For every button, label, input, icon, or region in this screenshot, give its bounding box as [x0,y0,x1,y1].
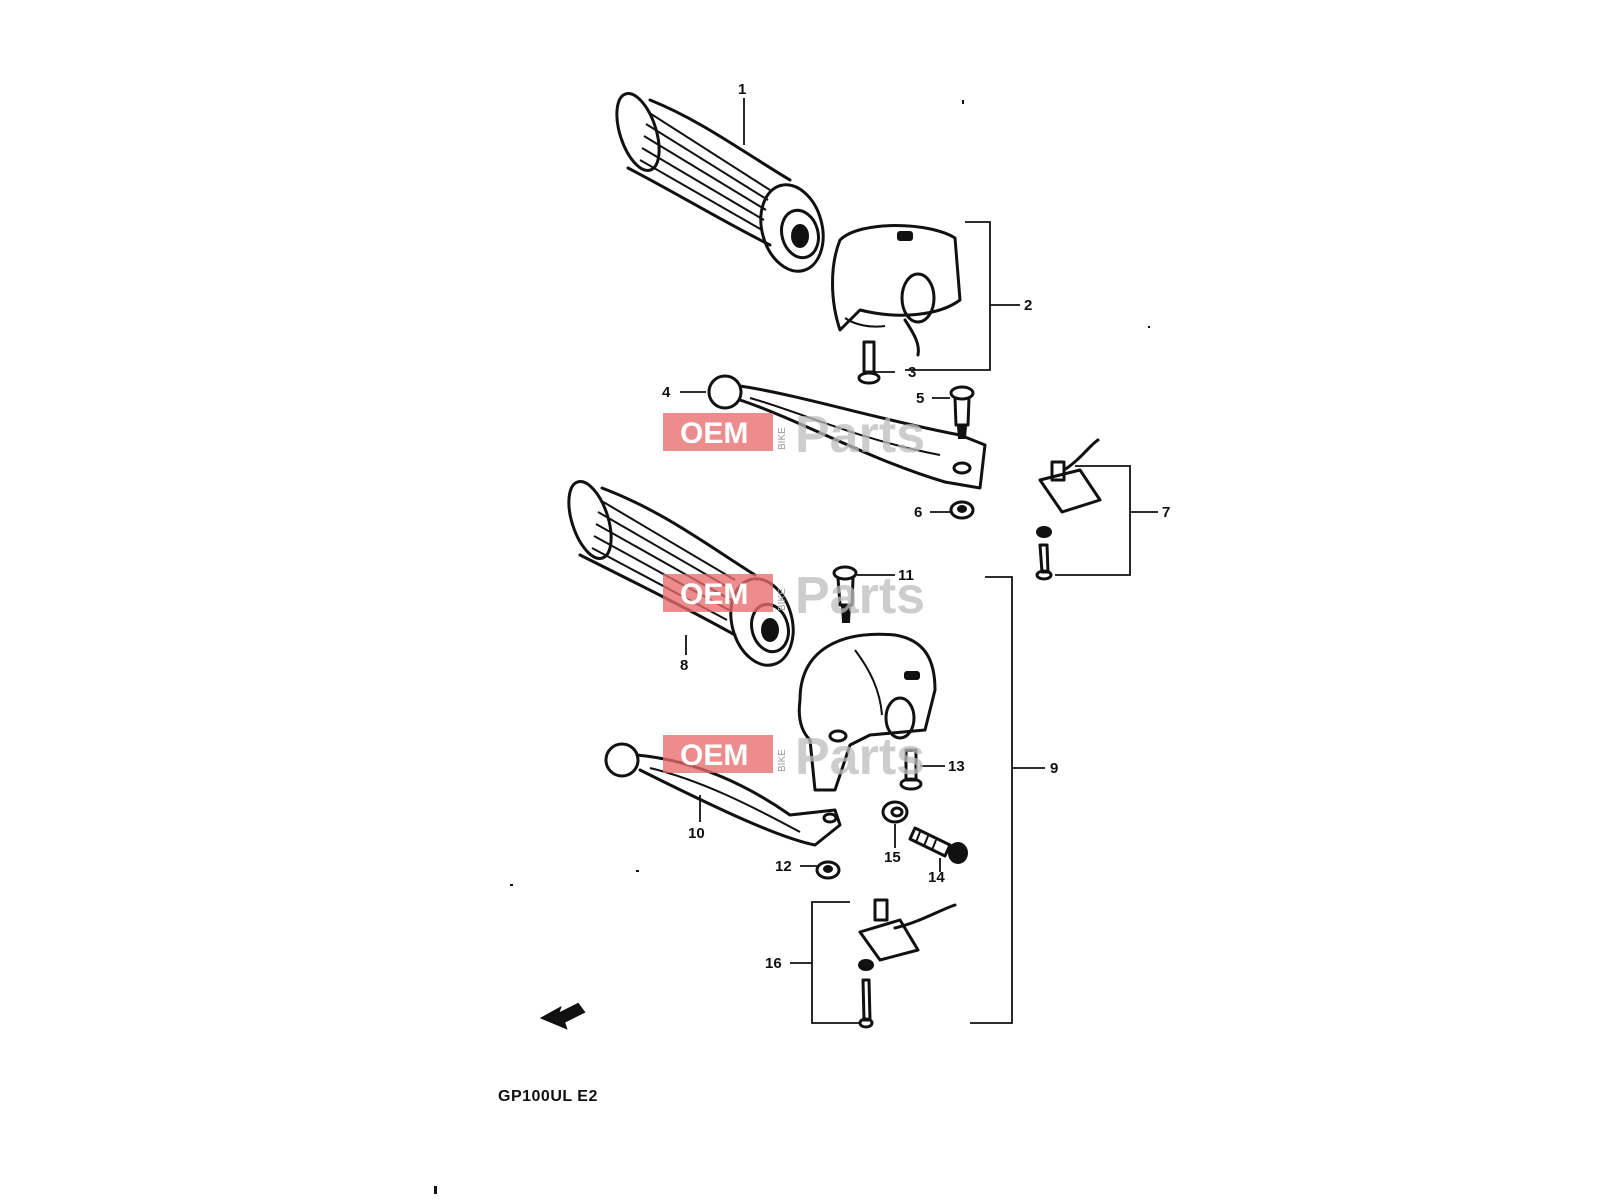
svg-text:OEM: OEM [680,417,748,450]
scan-specks [434,100,1150,1194]
callout-15: 15 [884,849,901,866]
part-5-pivot-bolt [949,385,975,439]
callout-16: 16 [765,955,782,972]
part-16-clutch-switch [858,898,957,1029]
svg-text:BIKE: BIKE [777,749,788,772]
part-1-right-grip [615,92,825,273]
part-2-throttle-housing [831,224,962,357]
front-arrow-icon [539,1002,586,1030]
part-14-adjuster-bolt [908,826,968,864]
part-13-screw [899,748,923,791]
part-11-pivot-bolt [832,565,858,623]
part-3-screw [857,340,881,385]
callout-10: 10 [688,825,705,842]
callout-7: 7 [1162,504,1170,521]
part-4-brake-lever [707,374,987,490]
callout-11: 11 [898,567,914,584]
callout-6: 6 [914,504,922,521]
watermark-3: OEM BIKE Parts [663,728,925,786]
svg-text:OEM: OEM [680,578,748,611]
part-9-lever-holder [797,632,937,792]
callout-3: 3 [908,364,916,381]
callout-14: 14 [928,869,945,886]
svg-text:OEM: OEM [680,739,748,772]
model-code: GP100UL E2 [498,1088,598,1105]
svg-text:BIKE: BIKE [777,427,788,450]
watermark-1: OEM BIKE Parts [663,406,925,464]
watermark-2: OEM BIKE Parts [663,567,925,625]
leader-lines [680,98,1158,1024]
callout-4: 4 [662,384,671,401]
callout-12: 12 [775,858,792,875]
callout-9: 9 [1050,760,1058,777]
svg-text:Parts: Parts [795,406,925,464]
callout-2: 2 [1024,297,1032,314]
callout-8: 8 [680,657,688,674]
svg-text:BIKE: BIKE [777,588,788,611]
callout-5: 5 [916,390,924,407]
svg-text:Parts: Parts [795,728,925,786]
callout-numbers: 1 2 3 4 5 6 7 8 9 10 11 12 13 14 15 16 [662,81,1170,972]
part-6-nut [949,500,975,520]
callout-13: 13 [948,758,965,775]
callout-1: 1 [738,81,746,98]
part-12-nut [815,860,841,880]
part-15-locknut [881,800,909,824]
svg-text:Parts: Parts [795,567,925,625]
part-7-stop-switch [1035,438,1102,581]
